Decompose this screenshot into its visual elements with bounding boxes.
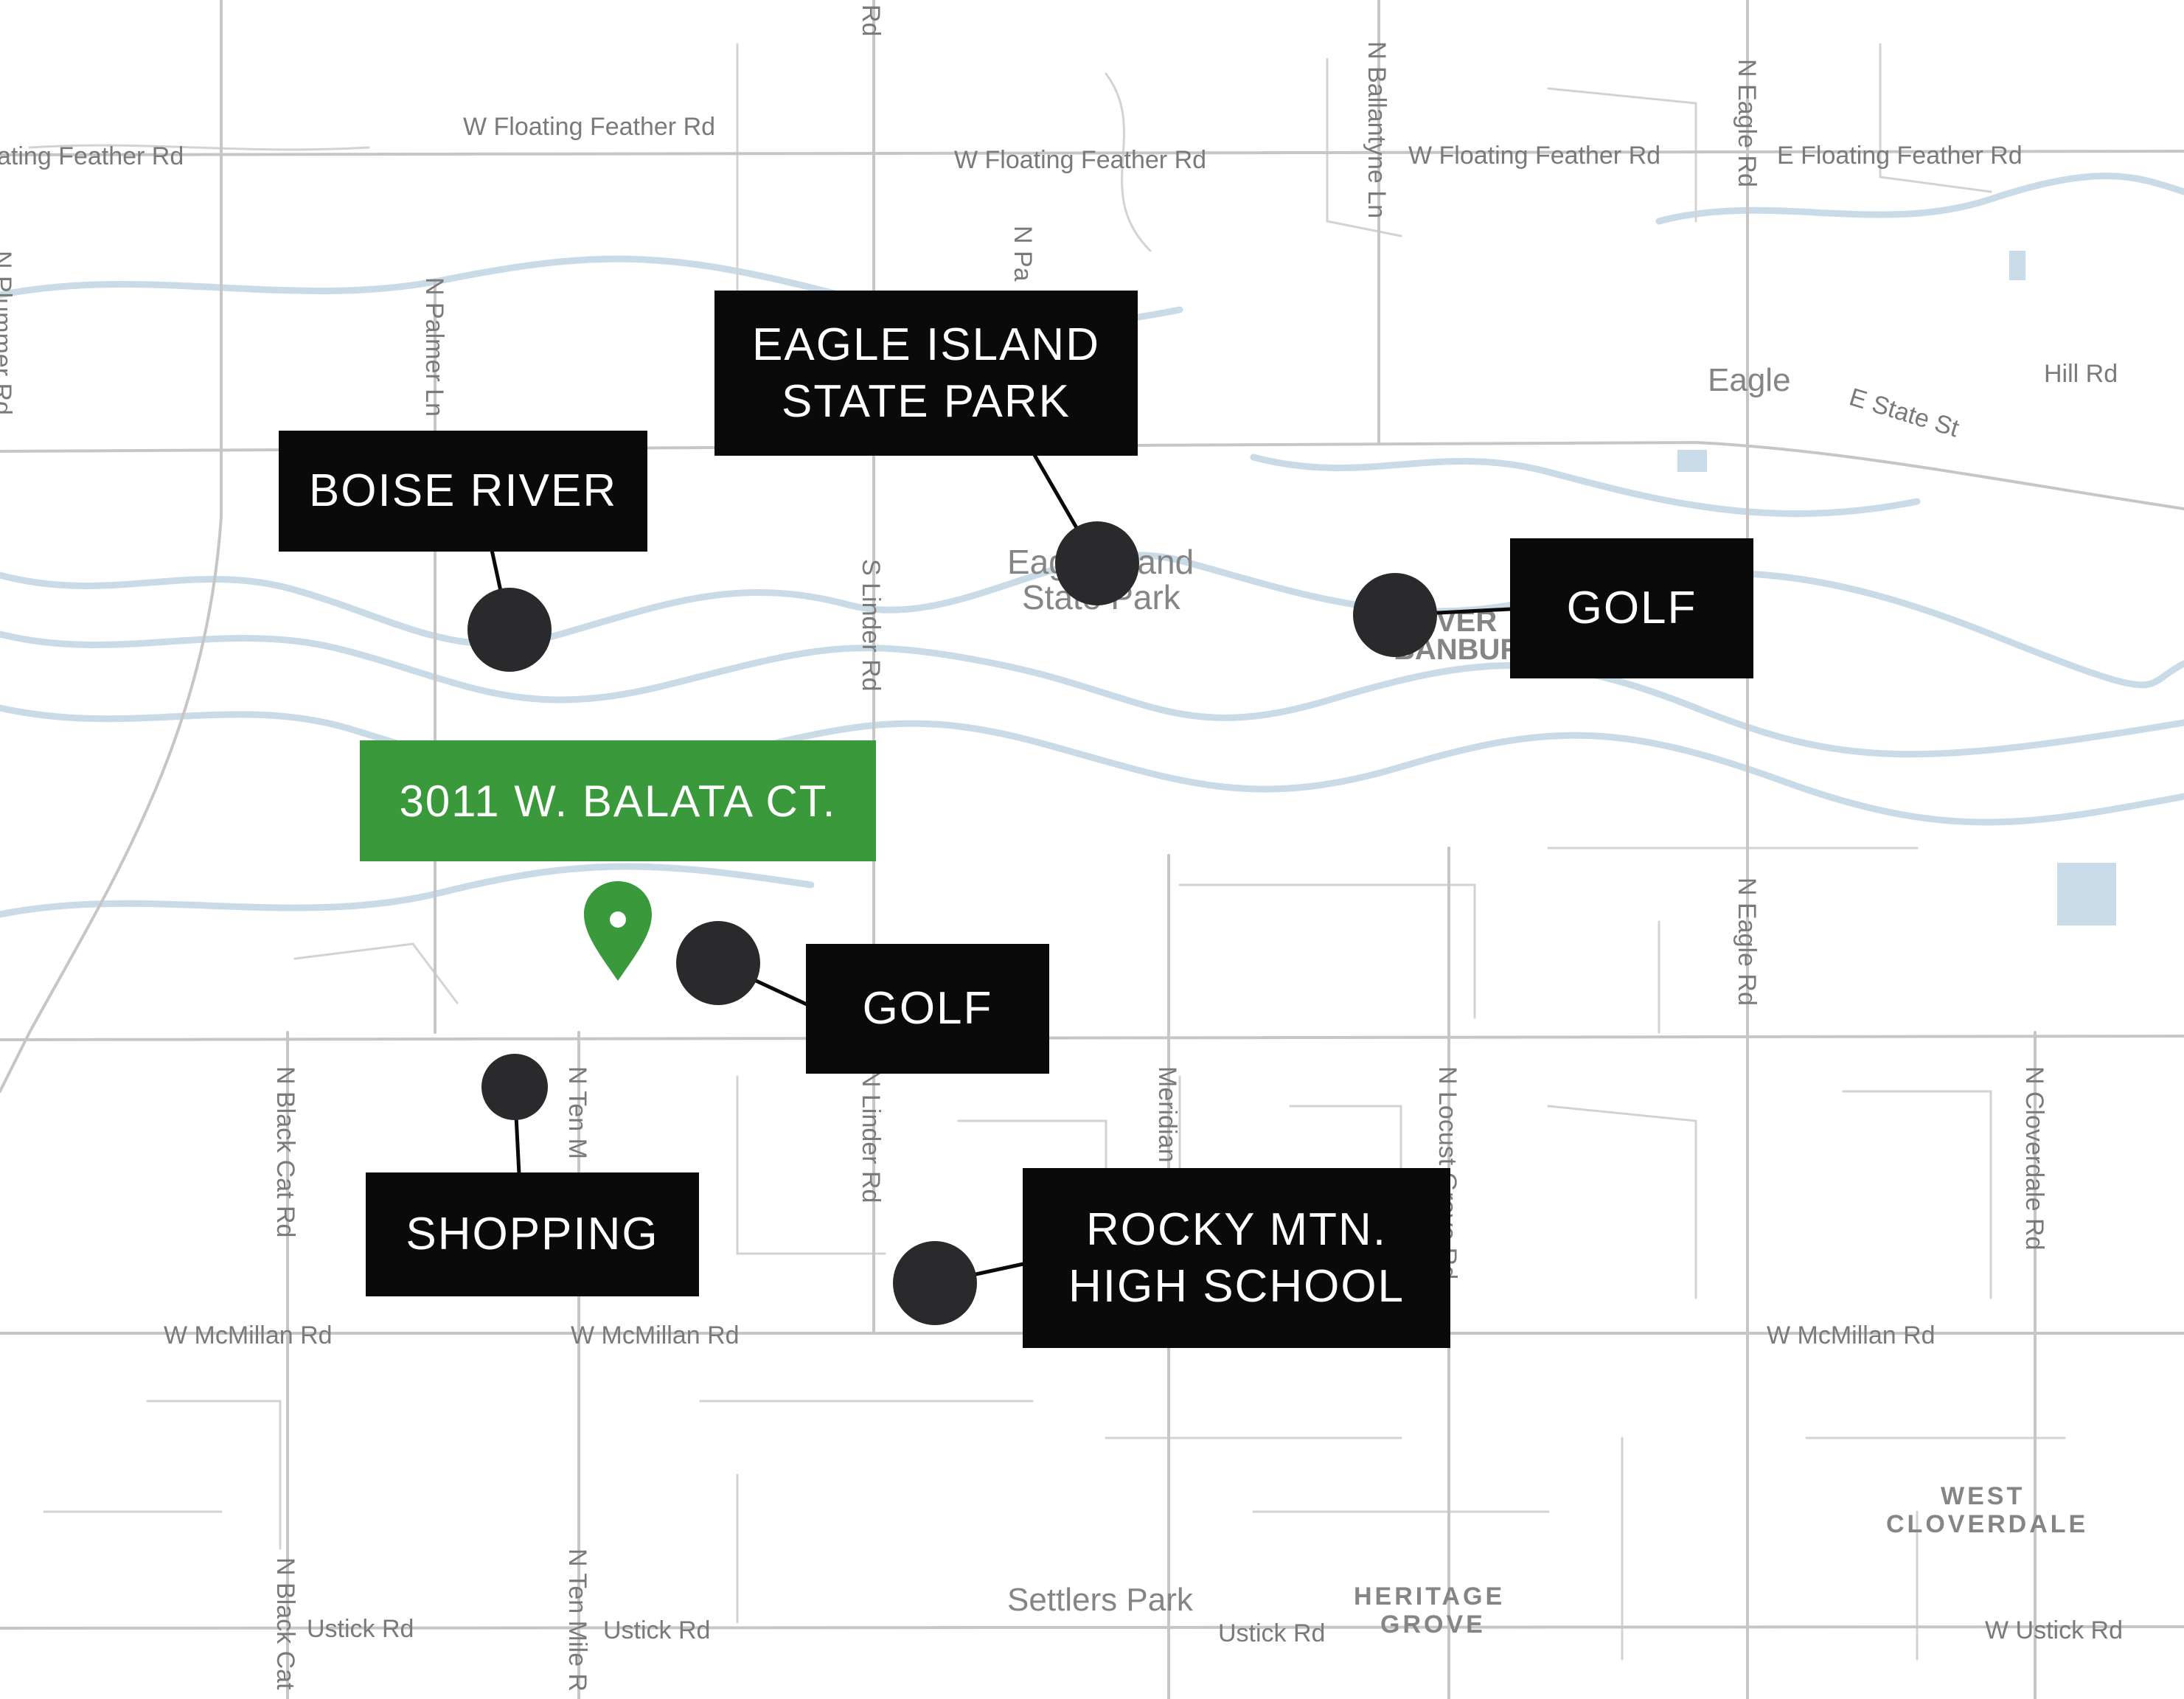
marker-shopping (481, 1054, 548, 1120)
place-label-heritage-2: GROVE (1380, 1611, 1486, 1639)
road-label-n-eagle-top: N Eagle Rd (1733, 59, 1761, 187)
road-label-ustick-3: Ustick Rd (1218, 1619, 1325, 1647)
road-label-floating-feather-1: W Floating Feather Rd (463, 113, 715, 141)
street (736, 1075, 886, 1255)
road-label-floating-feather-west: ating Feather Rd (0, 142, 184, 170)
road-label-mcmillan-1: W McMillan Rd (164, 1321, 333, 1349)
pond-layer (1677, 251, 2116, 925)
marker-rocky-mtn (893, 1241, 977, 1325)
road-floating-feather (0, 150, 2184, 156)
street (1547, 1105, 1697, 1299)
pond (1677, 450, 1707, 472)
road-label-n-eagle-mid: N Eagle Rd (1733, 878, 1761, 1006)
callout-boise-river-label: BOISE RIVER (308, 465, 618, 517)
marker-golf-east (1353, 573, 1437, 657)
road-label-ustick-4: W Ustick Rd (1985, 1616, 2123, 1644)
road-label-floating-feather-east: E Floating Feather Rd (1777, 142, 2023, 170)
road-label-ustick-2: Ustick Rd (603, 1616, 710, 1644)
road-state-st (0, 440, 2184, 510)
marker-boise-river (467, 588, 552, 672)
place-label-settlers-park: Settlers Park (1007, 1582, 1194, 1618)
road-label-e-state: E State St (1846, 383, 1963, 442)
road-label-mcmillan-3: W McMillan Rd (1767, 1321, 1936, 1349)
road-label-n-ten-mile-south: N Ten Mile R (563, 1549, 591, 1692)
place-label-eagle: Eagle (1708, 362, 1791, 398)
road-label-n-black-cat: N Black Cat Rd (271, 1066, 299, 1237)
place-label-west-cloverdale-1: WEST (1941, 1482, 2025, 1510)
pin-shape (584, 881, 652, 981)
river-channel (0, 630, 2184, 758)
river-channel (0, 863, 815, 918)
river-channel (1250, 454, 1921, 518)
road-label-rd-top: Rd (857, 4, 885, 36)
road-label-floating-feather-2: W Floating Feather Rd (954, 146, 1206, 174)
callout-golf-south-label: GOLF (862, 983, 993, 1035)
callout-golf-south[interactable]: GOLF (806, 944, 1049, 1074)
callout-rocky-mtn-line2: HIGH SCHOOL (1068, 1261, 1405, 1312)
street (28, 144, 370, 151)
road-label-s-linder: S Linder Rd (857, 559, 885, 692)
callout-shopping-label: SHOPPING (406, 1209, 659, 1260)
road-label-n-ballantyne: N Ballantyne Ln (1363, 41, 1391, 218)
road-label-meridian: Meridian (1153, 1066, 1181, 1162)
street (1879, 43, 1992, 193)
street (293, 942, 459, 1004)
road-label-floating-feather-3: W Floating Feather Rd (1408, 142, 1660, 170)
pond (2009, 251, 2025, 280)
street (1178, 883, 1476, 1019)
callout-rocky-mtn-high-school[interactable]: ROCKY MTN. HIGH SCHOOL (1023, 1168, 1450, 1348)
callout-property-address[interactable]: 3011 W. BALATA CT. (360, 740, 876, 861)
callout-eagle-island-line2: STATE PARK (781, 376, 1071, 427)
road-label-n-black-cat-south: N Black Cat (271, 1557, 299, 1690)
road-label-ustick-1: Ustick Rd (307, 1615, 414, 1643)
street (1547, 87, 1697, 223)
road-label-n-pa: N Pa (1009, 226, 1037, 282)
street-layer (28, 43, 2066, 1661)
callout-eagle-island-line1: EAGLE ISLAND (752, 319, 1100, 370)
road-label-n-plummer: N Plummer Rd (0, 251, 16, 415)
marker-eagle-island (1055, 521, 1139, 605)
callout-boise-river[interactable]: BOISE RIVER (279, 431, 647, 552)
pin-dot (610, 911, 626, 928)
property-address-label: 3011 W. BALATA CT. (399, 776, 837, 826)
callout-golf-east-label: GOLF (1566, 583, 1697, 634)
road-label-hill: Hill Rd (2044, 360, 2118, 388)
road-highway-16 (0, 0, 223, 1093)
property-pin-icon[interactable] (584, 881, 652, 981)
callout-rocky-mtn-line1: ROCKY MTN. (1085, 1203, 1388, 1255)
marker-layer (467, 521, 1437, 1325)
road-chinden (0, 1035, 2184, 1041)
callout-golf-east[interactable]: GOLF (1510, 538, 1753, 678)
street (1326, 58, 1402, 237)
road-label-n-ten-mile: N Ten M (563, 1066, 591, 1159)
street (146, 1400, 282, 1550)
road-label-layer: ating Feather Rd W Floating Feather Rd W… (0, 4, 2123, 1692)
road-label-n-cloverdale: N Cloverdale Rd (2020, 1066, 2048, 1250)
street (1842, 1090, 1992, 1299)
place-label-heritage-1: HERITAGE (1354, 1582, 1505, 1611)
road-label-n-palmer: N Palmer Ln (420, 277, 448, 417)
place-label-west-cloverdale-2: CLOVERDALE (1886, 1510, 2088, 1538)
road-label-n-linder: N Linder Rd (857, 1069, 885, 1203)
callout-shopping[interactable]: SHOPPING (366, 1172, 699, 1296)
river-channel (1655, 173, 2184, 225)
road-ustick (0, 1625, 2184, 1630)
callout-eagle-island-state-park[interactable]: EAGLE ISLAND STATE PARK (714, 291, 1138, 456)
pond (2057, 863, 2116, 925)
road-label-mcmillan-2: W McMillan Rd (571, 1321, 740, 1349)
street (1105, 72, 1152, 252)
marker-golf-south (676, 921, 760, 1005)
river-channel (0, 704, 2184, 826)
